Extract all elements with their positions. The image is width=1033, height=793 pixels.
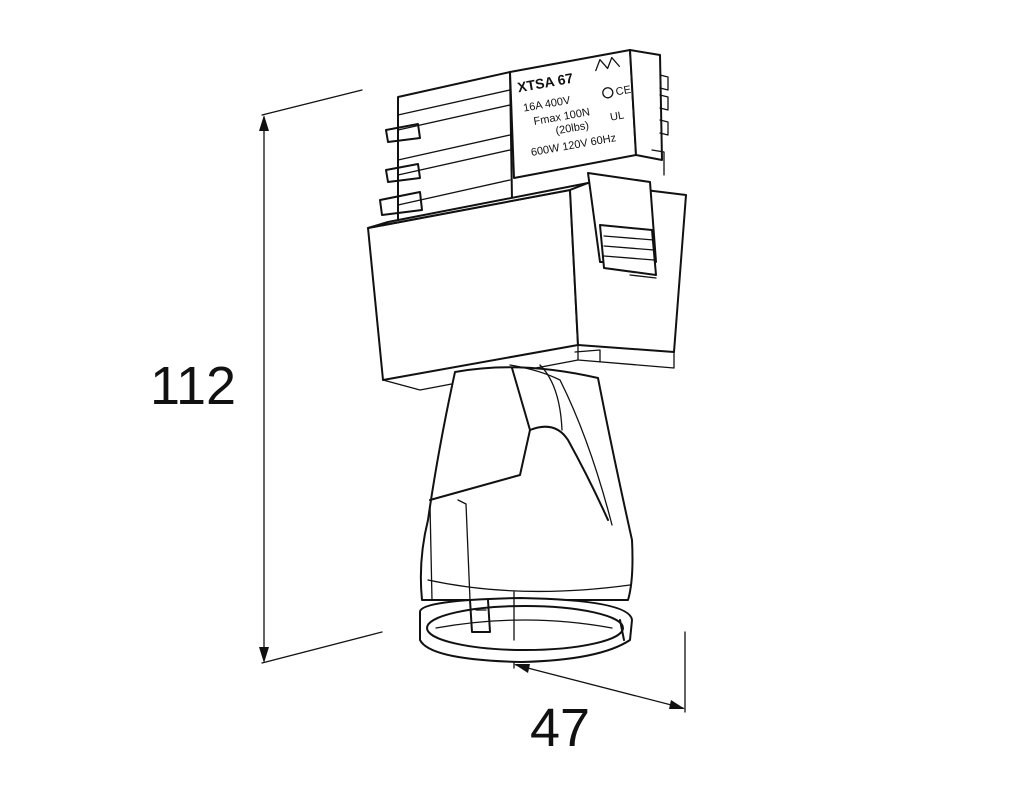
width-arrow-right bbox=[669, 700, 685, 709]
rating-label-3: (20lbs) bbox=[555, 120, 590, 138]
width-dimension: 47 bbox=[513, 591, 686, 758]
adapter-main-box bbox=[367, 172, 687, 391]
ce-mark-icon: CE bbox=[615, 84, 632, 98]
height-extension-top bbox=[261, 89, 363, 116]
width-label: 47 bbox=[530, 698, 590, 758]
height-label: 112 bbox=[150, 356, 236, 416]
ul-mark-icon: UL bbox=[609, 109, 625, 123]
height-dimension: 112 bbox=[150, 89, 383, 664]
height-arrow-bottom bbox=[259, 647, 269, 663]
logo-icon bbox=[595, 56, 621, 72]
lamp-holder-ring bbox=[419, 591, 633, 663]
width-dimension-line bbox=[515, 664, 684, 709]
width-arrow-left bbox=[514, 664, 530, 673]
spotlight-body bbox=[419, 364, 634, 601]
certification-mark-icon bbox=[602, 87, 614, 99]
height-extension-bottom bbox=[261, 631, 383, 664]
adapter-top-housing bbox=[379, 49, 669, 223]
height-arrow-top bbox=[259, 115, 269, 131]
